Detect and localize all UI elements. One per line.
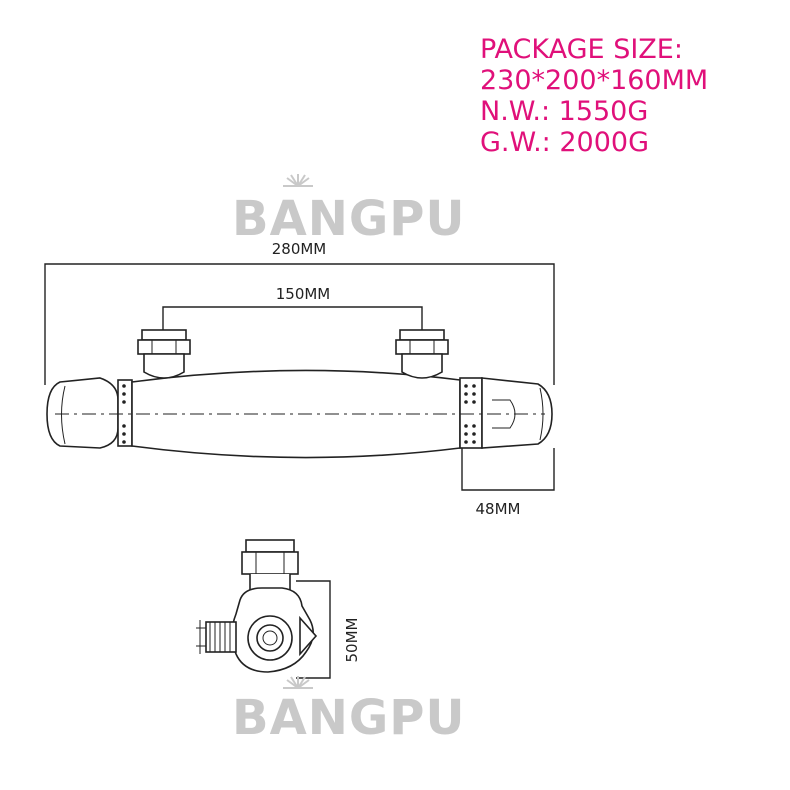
package-size-label: PACKAGE SIZE: — [480, 34, 683, 65]
dim-inlet-spacing-label: 150MM — [276, 285, 331, 303]
inlet-right — [395, 329, 449, 379]
dim-end-cap-label: 48MM — [476, 500, 521, 518]
dim-overall-length-label: 280MM — [272, 240, 327, 258]
net-weight: N.W.: 1550G — [480, 96, 649, 127]
valve-body-front — [46, 369, 553, 459]
dim-side-depth-label: 50MM — [343, 618, 361, 663]
watermark-brand-bottom: BANGPU — [232, 690, 465, 746]
gross-weight: G.W.: 2000G — [480, 127, 650, 158]
valve-side-view — [196, 539, 318, 673]
watermark-bottom: BANGPU — [232, 676, 465, 746]
package-size-value: 230*200*160MM — [480, 65, 709, 96]
watermark-top: BANGPU — [232, 174, 465, 247]
sun-logo-icon — [283, 174, 313, 187]
watermark-brand-top: BANGPU — [232, 191, 465, 247]
package-spec-block: PACKAGE SIZE: 230*200*160MM N.W.: 1550G … — [480, 34, 708, 158]
dim-side-depth: 50MM — [296, 580, 361, 679]
sun-logo-icon — [283, 676, 313, 689]
dim-inlet-spacing: 150MM — [162, 285, 423, 330]
dim-end-cap: 48MM — [461, 448, 555, 518]
inlet-left — [137, 329, 191, 379]
dim-overall-length: 280MM — [44, 240, 555, 385]
